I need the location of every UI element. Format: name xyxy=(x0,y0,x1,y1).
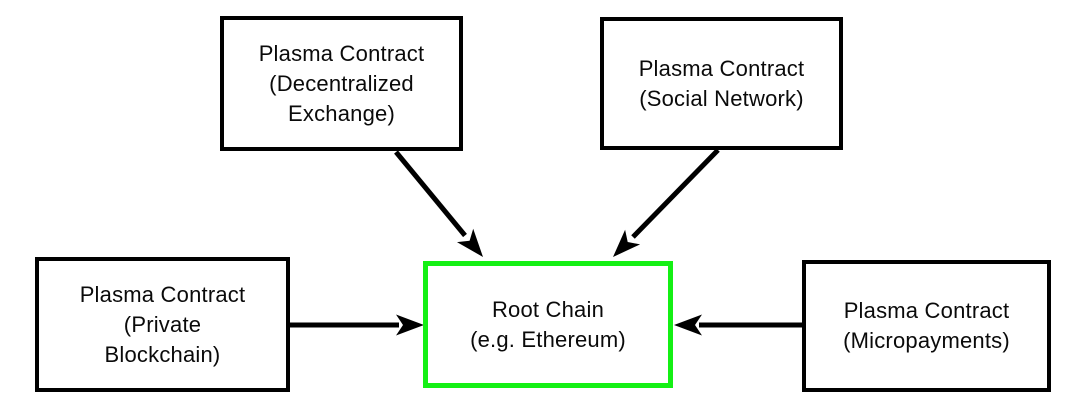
node-root-chain: Root Chain (e.g. Ethereum) xyxy=(423,261,673,388)
node-plasma-contract-decentralized-exchange: Plasma Contract (Decentralized Exchange) xyxy=(220,16,463,151)
node-plasma-contract-social-network: Plasma Contract (Social Network) xyxy=(600,17,843,150)
node-label: Plasma Contract (Micropayments) xyxy=(843,298,1010,353)
node-plasma-contract-private-blockchain: Plasma Contract (Private Blockchain) xyxy=(35,257,290,392)
node-label: Plasma Contract (Private Blockchain) xyxy=(79,281,246,367)
node-label: Root Chain (e.g. Ethereum) xyxy=(470,296,626,352)
arrow-private-blockchain-to-root-chain xyxy=(290,314,424,336)
arrow-micropayments-to-root-chain xyxy=(674,314,802,336)
node-label: Plasma Contract (Decentralized Exchange) xyxy=(258,40,425,126)
arrow-social-network-to-root-chain xyxy=(613,148,720,257)
arrow-decentralized-exchange-to-root-chain xyxy=(394,150,483,257)
node-plasma-contract-micropayments: Plasma Contract (Micropayments) xyxy=(802,260,1051,392)
node-label: Plasma Contract (Social Network) xyxy=(638,55,805,111)
